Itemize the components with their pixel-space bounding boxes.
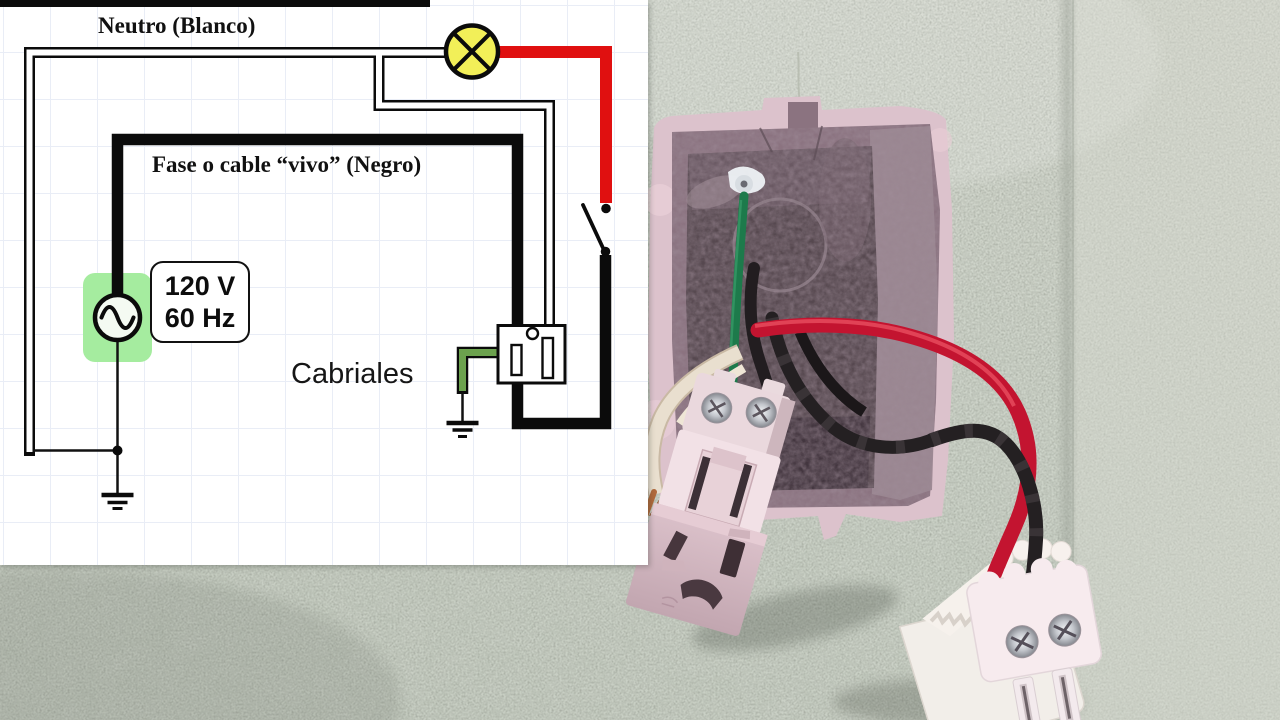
- circuit-diagram: [0, 0, 612, 510]
- ac-source-symbol: [92, 292, 143, 343]
- wall-corner-seam: [1056, 0, 1280, 720]
- location-label: Cabriales: [291, 358, 414, 390]
- ground-wire: [459, 349, 498, 391]
- sine-wave-icon: [99, 305, 136, 330]
- switched-red-wire: [498, 46, 612, 203]
- neutral-wire-outline: [24, 47, 555, 456]
- outlet-symbol: [496, 324, 567, 385]
- connector-module-block: [966, 558, 1102, 720]
- lamp-symbol: [443, 23, 501, 80]
- junction-dot: [112, 445, 123, 456]
- phase-wire: [111, 133, 612, 430]
- lamp-cross-icon: [451, 31, 493, 72]
- switch-symbol: [581, 203, 611, 257]
- ground-symbol-source: [101, 492, 134, 510]
- connector-prongs: [1012, 667, 1082, 720]
- outlet-module: [626, 368, 796, 636]
- circuit-diagram-panel: Neutro (Blanco) Fase o cable “vivo” (Neg…: [0, 0, 648, 565]
- neutral-wire: [26, 49, 553, 452]
- outlet-face-slots: [661, 528, 751, 610]
- neutral-wire-label: Neutro (Blanco): [98, 13, 256, 38]
- voltage-value: 120 V: [164, 270, 236, 301]
- source-rating-box: 120 V 60 Hz: [150, 261, 250, 343]
- ground-symbol-outlet: [446, 420, 479, 438]
- red-wire-photo: [750, 317, 1037, 620]
- ground-wire-outline: [456, 346, 497, 394]
- phase-wire-label: Fase o cable “vivo” (Negro): [152, 152, 422, 177]
- ground-screw: [728, 166, 766, 194]
- top-border-line: [0, 0, 430, 7]
- frequency-value: 60 Hz: [164, 303, 236, 333]
- brand-mark: [661, 596, 679, 608]
